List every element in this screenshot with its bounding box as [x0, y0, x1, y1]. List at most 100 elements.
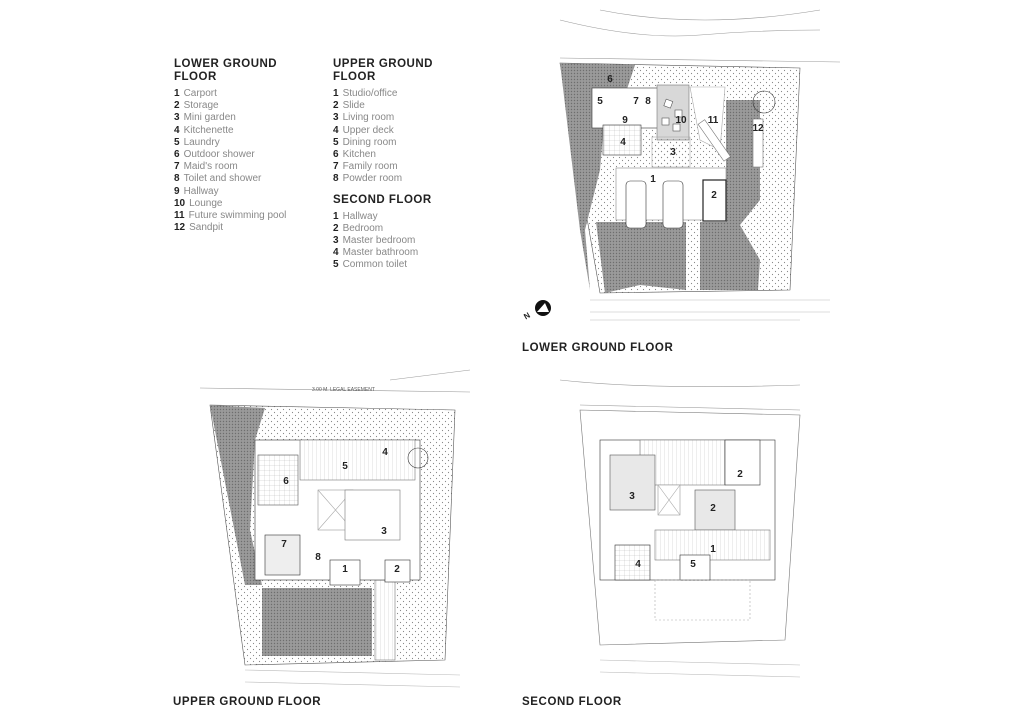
legend-item-number: 8: [333, 173, 339, 185]
plan-title-upper-ground: UPPER GROUND FLOOR: [173, 696, 322, 708]
legend-item-number: 2: [333, 100, 339, 112]
room-number: 1: [342, 564, 348, 575]
plan-upper-ground: [199, 369, 471, 688]
room-number: 3: [629, 491, 635, 502]
legend-item-number: 3: [333, 112, 339, 124]
legend-item-label: Sandpit: [189, 222, 224, 234]
room-number: 1: [650, 174, 656, 185]
legend-item-number: 4: [333, 247, 339, 259]
room-number: 6: [283, 476, 289, 487]
room-number: 8: [315, 552, 321, 563]
legend-item-label: Outdoor shower: [183, 149, 255, 161]
legend-item-label: Slide: [342, 100, 365, 112]
room-number: 5: [690, 559, 696, 570]
room-number: 1: [710, 544, 716, 555]
legend-item-number: 11: [174, 210, 185, 222]
room-number: 4: [620, 137, 626, 148]
room-number: 2: [710, 503, 716, 514]
legend-item-label: Living room: [342, 112, 395, 124]
legend-item-label: Lounge: [189, 197, 223, 209]
legend-item-number: 6: [333, 149, 339, 161]
room-number: 4: [635, 559, 641, 570]
room-number: 4: [382, 447, 388, 458]
legend-item-number: 3: [333, 235, 339, 247]
legend-item-label: Storage: [183, 100, 219, 112]
legend-item-number: 6: [174, 149, 180, 161]
plan-title-second: SECOND FLOOR: [522, 696, 622, 708]
legend-heading: UPPER GROUND FLOOR: [333, 58, 433, 83]
room-number: 8: [645, 96, 651, 107]
legend-item-number: 1: [174, 88, 180, 99]
room-number: 11: [708, 115, 719, 126]
legend-item-label: Laundry: [183, 136, 220, 148]
north-arrow-icon: N: [522, 300, 551, 321]
room-number: 2: [394, 564, 400, 575]
lower-ground-room-numbers: 1 2 3 4 5 6 7 8 9 10 11 12: [597, 74, 764, 201]
legend-item-label: Family room: [342, 161, 398, 173]
room-number: 2: [737, 469, 743, 480]
plan-second: [559, 379, 801, 678]
legend-item-label: Future swimming pool: [188, 210, 287, 222]
legend-item-number: 3: [174, 112, 180, 124]
plan-lower-ground: [559, 9, 841, 321]
easement-label: 3.00 M. LEGAL EASEMENT: [312, 387, 375, 393]
legend-item-label: Bedroom: [342, 222, 384, 234]
legend-item-number: 8: [174, 173, 180, 185]
legend-item-label: Upper deck: [342, 124, 394, 136]
room-number: 5: [597, 96, 603, 107]
legend-item-number: 2: [174, 100, 180, 112]
room-number: 3: [381, 526, 387, 537]
legend-item-label: Dining room: [342, 136, 397, 148]
room-number: 12: [752, 123, 764, 134]
room-number: 7: [633, 96, 639, 107]
room-number: 5: [342, 461, 348, 472]
legend-item-label: Common toilet: [342, 259, 408, 271]
legend-item-label: Mini garden: [183, 112, 236, 124]
legend-item-number: 1: [333, 88, 339, 99]
room-number: 2: [711, 190, 717, 201]
legend-item-number: 9: [174, 185, 180, 197]
legend-item-number: 10: [174, 197, 186, 209]
legend-heading: LOWER GROUND FLOOR: [174, 58, 278, 83]
legend-item-number: 12: [174, 222, 186, 234]
room-number: 6: [607, 74, 613, 85]
legend-item-label: Carport: [183, 88, 217, 99]
legend-item-label: Maid's room: [183, 161, 238, 173]
legend-item-label: Master bedroom: [342, 235, 416, 247]
legend-item-label: Hallway: [342, 210, 378, 222]
room-number: 9: [622, 115, 628, 126]
legend-item-number: 7: [174, 161, 180, 173]
legend-item-number: 5: [174, 136, 180, 148]
legend-item-number: 7: [333, 161, 339, 173]
north-label: N: [522, 311, 532, 322]
room-number: 3: [670, 147, 676, 158]
legend-item-label: Master bathroom: [342, 247, 419, 259]
legend-item-number: 4: [333, 124, 339, 136]
second-floor-room-numbers: 1 2 2 3 4 5: [629, 469, 743, 570]
